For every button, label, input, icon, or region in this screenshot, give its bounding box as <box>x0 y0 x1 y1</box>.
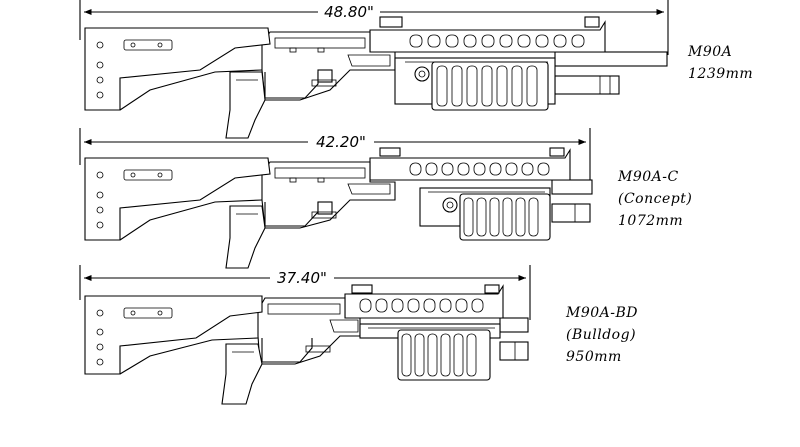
receiver <box>257 297 361 365</box>
receiver <box>261 161 396 229</box>
stock <box>84 27 271 111</box>
forend-grip-ribs <box>397 329 491 381</box>
dimension-line-m90a-bd: 37.40" <box>79 265 531 320</box>
barrel <box>551 179 593 195</box>
forend-knob <box>414 66 430 82</box>
barrel <box>554 51 668 67</box>
dimension-text-m90a: 48.80" <box>324 3 374 21</box>
vent-slots <box>359 298 484 313</box>
pistol-grip <box>225 205 266 269</box>
row-m90a-bd: 37.40" <box>79 265 638 405</box>
vent-slots <box>409 34 585 48</box>
barrel <box>499 317 529 333</box>
trigger-guard <box>261 338 313 363</box>
shotgun-m90a-bd <box>84 284 529 405</box>
shotgun-m90a-c <box>84 147 593 269</box>
vent-slots <box>409 162 550 176</box>
label-m90a-bd: M90A-BD (Bulldog) 950mm <box>565 305 638 365</box>
forend-grip-ribs <box>459 193 551 241</box>
forend-grip-ribs <box>431 61 549 111</box>
model-length-m90a: 1239mm <box>688 66 753 82</box>
stock <box>84 157 271 241</box>
model-name-m90a-bd: M90A-BD <box>565 305 638 321</box>
model-sub-m90a-bd: (Bulldog) <box>566 327 636 343</box>
label-m90a-c: M90A-C (Concept) 1072mm <box>617 169 692 229</box>
safety <box>317 69 333 83</box>
magazine-tube <box>554 75 620 95</box>
row-m90a: 48.80" <box>79 0 753 139</box>
top-rail <box>369 20 606 53</box>
forend-knob <box>442 197 458 213</box>
safety <box>317 201 333 215</box>
pistol-grip <box>225 71 266 139</box>
dimension-line-m90a: 48.80" <box>79 0 669 55</box>
receiver <box>261 31 396 101</box>
model-sub-m90a-c: (Concept) <box>618 191 692 207</box>
dimension-text-m90a-bd: 37.40" <box>277 269 327 287</box>
model-length-m90a-bd: 950mm <box>566 349 622 365</box>
row-m90a-c: 42.20" <box>79 128 692 269</box>
model-name-m90a: M90A <box>687 44 732 60</box>
dimension-text-m90a-c: 42.20" <box>316 133 366 151</box>
model-name-m90a-c: M90A-C <box>617 169 679 185</box>
pistol-grip <box>221 343 263 405</box>
dimension-line-m90a-c: 42.20" <box>79 128 591 180</box>
stock <box>84 295 263 375</box>
label-m90a: M90A 1239mm <box>687 44 753 82</box>
model-length-m90a-c: 1072mm <box>618 213 683 229</box>
magazine-tube <box>551 203 591 223</box>
magazine-tube <box>499 341 529 361</box>
shotgun-m90a <box>84 16 668 139</box>
